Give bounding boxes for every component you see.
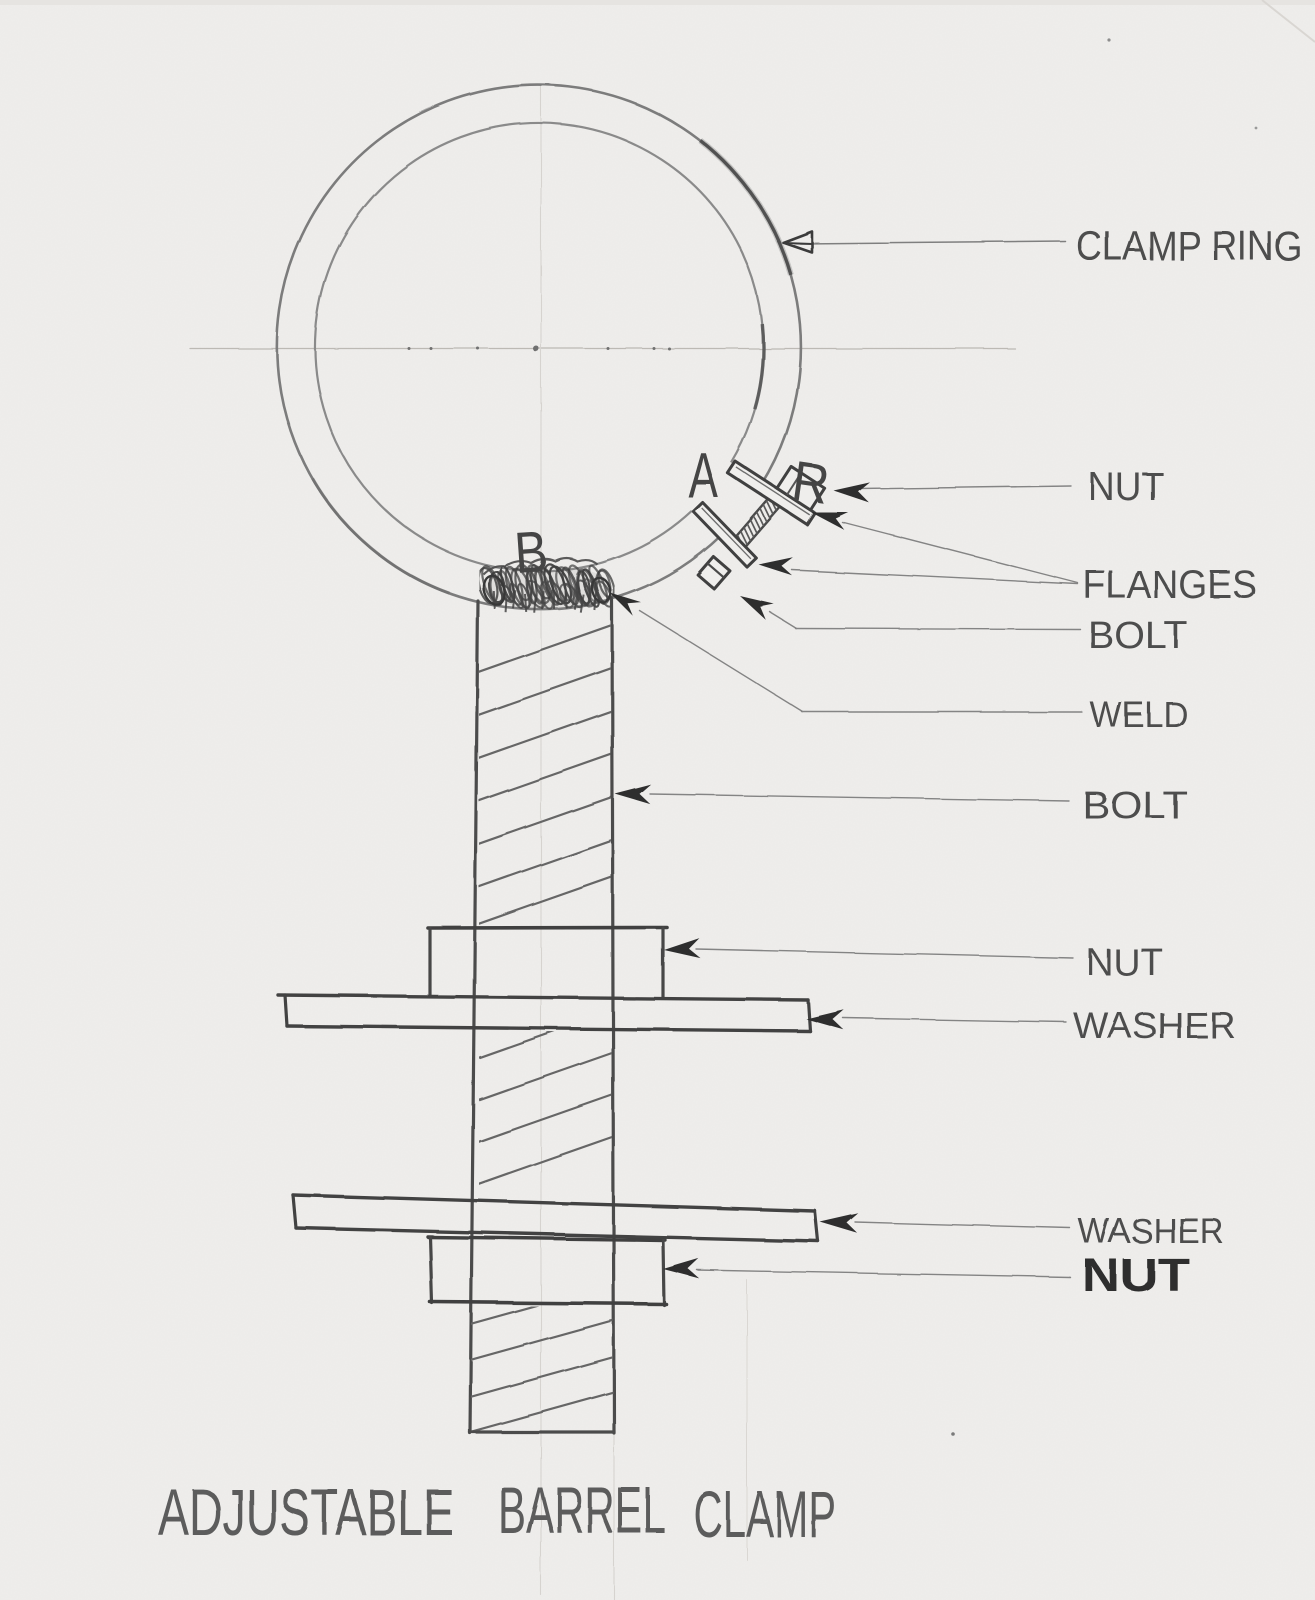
svg-text:FLANGES: FLANGES	[1083, 563, 1257, 607]
svg-text:NUT: NUT	[1088, 465, 1164, 509]
svg-text:R: R	[788, 450, 833, 516]
svg-text:CLAMP: CLAMP	[693, 1477, 836, 1551]
svg-text:BOLT: BOLT	[1082, 785, 1188, 827]
svg-text:WELD: WELD	[1090, 694, 1188, 735]
svg-text:NUT: NUT	[1086, 942, 1163, 984]
svg-text:BOLT: BOLT	[1088, 615, 1188, 657]
svg-text:BARREL: BARREL	[498, 1473, 666, 1547]
svg-text:B: B	[512, 519, 549, 586]
svg-text:CLAMP RING: CLAMP RING	[1076, 222, 1302, 269]
svg-text:A: A	[688, 439, 718, 511]
svg-text:NUT: NUT	[1082, 1249, 1190, 1301]
svg-text:ADJUSTABLE: ADJUSTABLE	[158, 1475, 454, 1549]
svg-text:WASHER: WASHER	[1078, 1212, 1224, 1251]
svg-text:WASHER: WASHER	[1073, 1005, 1236, 1046]
